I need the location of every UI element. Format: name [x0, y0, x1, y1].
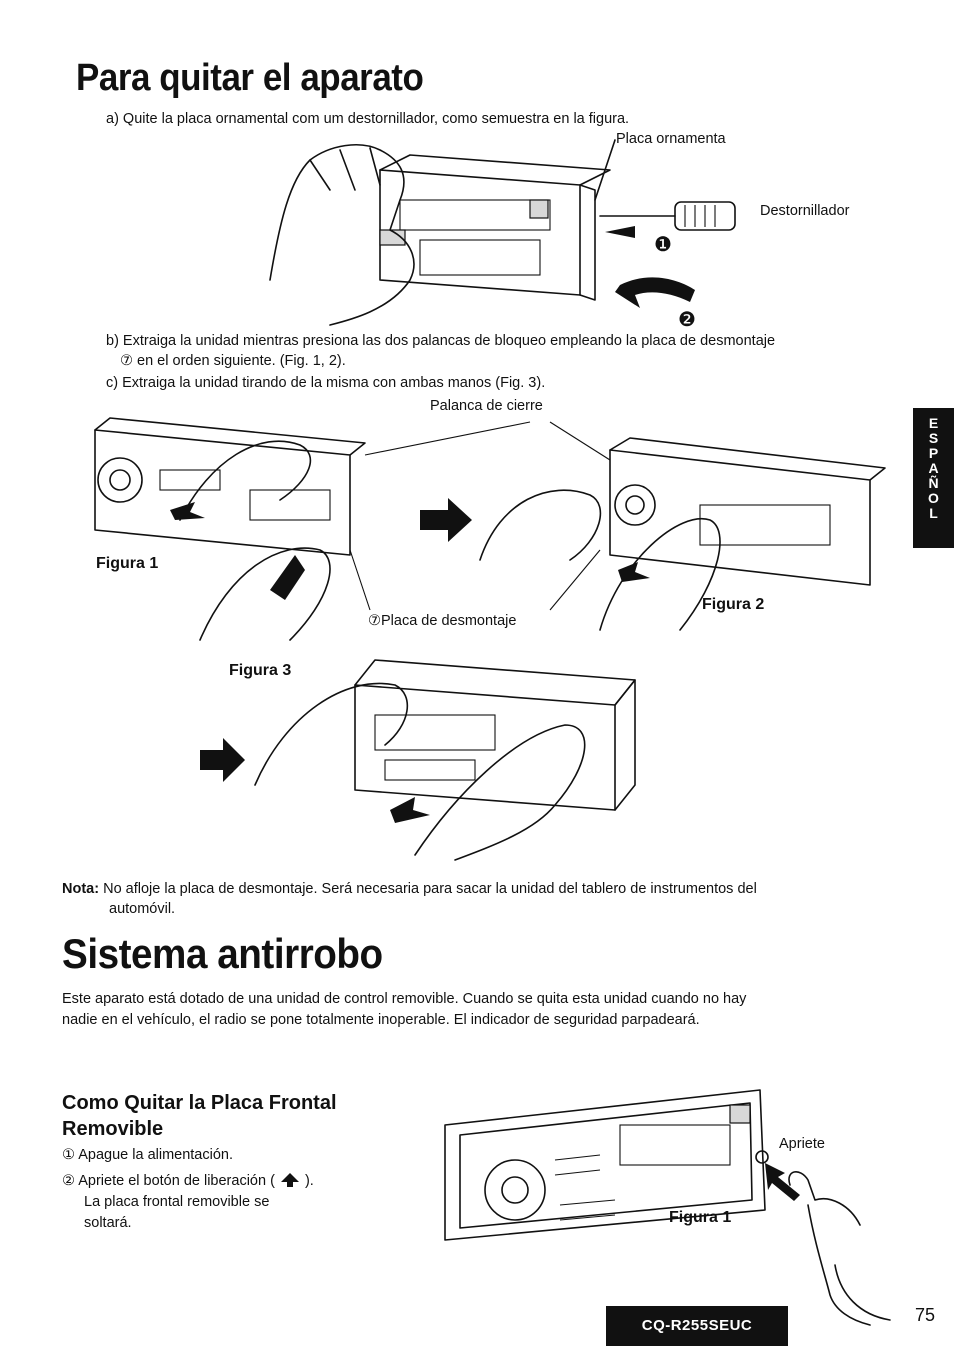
illustration-front-plate [444, 1089, 891, 1326]
nota-text-2: automóvil. [109, 901, 176, 917]
placa-step-1: ① Apague la alimentación. [62, 1147, 233, 1163]
section-title-placa-frontal-2: Removible [62, 1118, 164, 1140]
marker-2: ❷ [678, 309, 696, 331]
label-placa-ornamenta: Placa ornamenta [616, 131, 726, 147]
illustration-remove-plate [269, 139, 736, 326]
placa-step-2-cont-2: soltará. [84, 1215, 132, 1231]
side-tab-letter: E [928, 415, 939, 431]
nota-label: Nota: [62, 881, 100, 897]
figura-2-label: Figura 2 [702, 596, 765, 613]
label-apriete: Apriete [779, 1136, 825, 1152]
label-placa-desmontaje: ⑦Placa de desmontaje [368, 613, 517, 629]
figura-1-label: Figura 1 [96, 555, 159, 572]
side-tab-letter: Ñ [928, 475, 939, 491]
section-title-quitar-aparato: Para quitar el aparato [76, 57, 424, 99]
placa-step-2-text: ② Apriete el botón de liberación ( [62, 1173, 275, 1189]
side-tab-letter: S [928, 430, 939, 446]
antirrobo-text-2: nadie en el vehículo, el radio se pone t… [62, 1012, 700, 1028]
step-a-text: a) Quite la placa ornamental com um dest… [106, 111, 630, 127]
placa-step-2-end: ). [304, 1173, 314, 1189]
page-number: 75 [915, 1305, 936, 1325]
step-b-text-2: ⑦ en el orden siguiente. (Fig. 1, 2). [120, 353, 346, 369]
section-title-antirrobo: Sistema antirrobo [62, 930, 383, 977]
nota-line-1: Nota: No afloje la placa de desmontaje. … [62, 878, 757, 900]
release-button-icon [280, 1173, 299, 1187]
marker-1: ❶ [654, 234, 672, 256]
label-palanca-cierre: Palanca de cierre [430, 398, 543, 414]
section-title-placa-frontal-1: Como Quitar la Placa Frontal [62, 1092, 337, 1114]
label-destornillador: Destornillador [760, 203, 850, 219]
side-tab-letter: L [929, 505, 938, 521]
step-c-text: c) Extraiga la unidad tirando de la mism… [106, 375, 546, 391]
figura-3-label: Figura 3 [229, 662, 292, 679]
placa-step-2-cont-1: La placa frontal removible se [84, 1194, 270, 1210]
illustration-figures-1-2 [94, 417, 886, 641]
side-tab-letter: P [928, 445, 939, 461]
antirrobo-text-1: Este aparato está dotado de una unidad d… [62, 991, 747, 1007]
side-tab-letter: O [928, 490, 939, 506]
figura-1-placa-label: Figura 1 [669, 1209, 732, 1226]
step-b-text-1: b) Extraiga la unidad mientras presiona … [106, 333, 776, 349]
side-tab-letter: A [928, 460, 939, 476]
language-side-tab: E S P A Ñ O L [913, 408, 954, 548]
illustration-figure-3 [200, 659, 636, 861]
model-number-box: CQ-R255SEUC [606, 1306, 788, 1346]
nota-text-1: No afloje la placa de desmontaje. Será n… [103, 881, 757, 897]
placa-step-2: ② Apriete el botón de liberación ( ). [62, 1170, 314, 1192]
